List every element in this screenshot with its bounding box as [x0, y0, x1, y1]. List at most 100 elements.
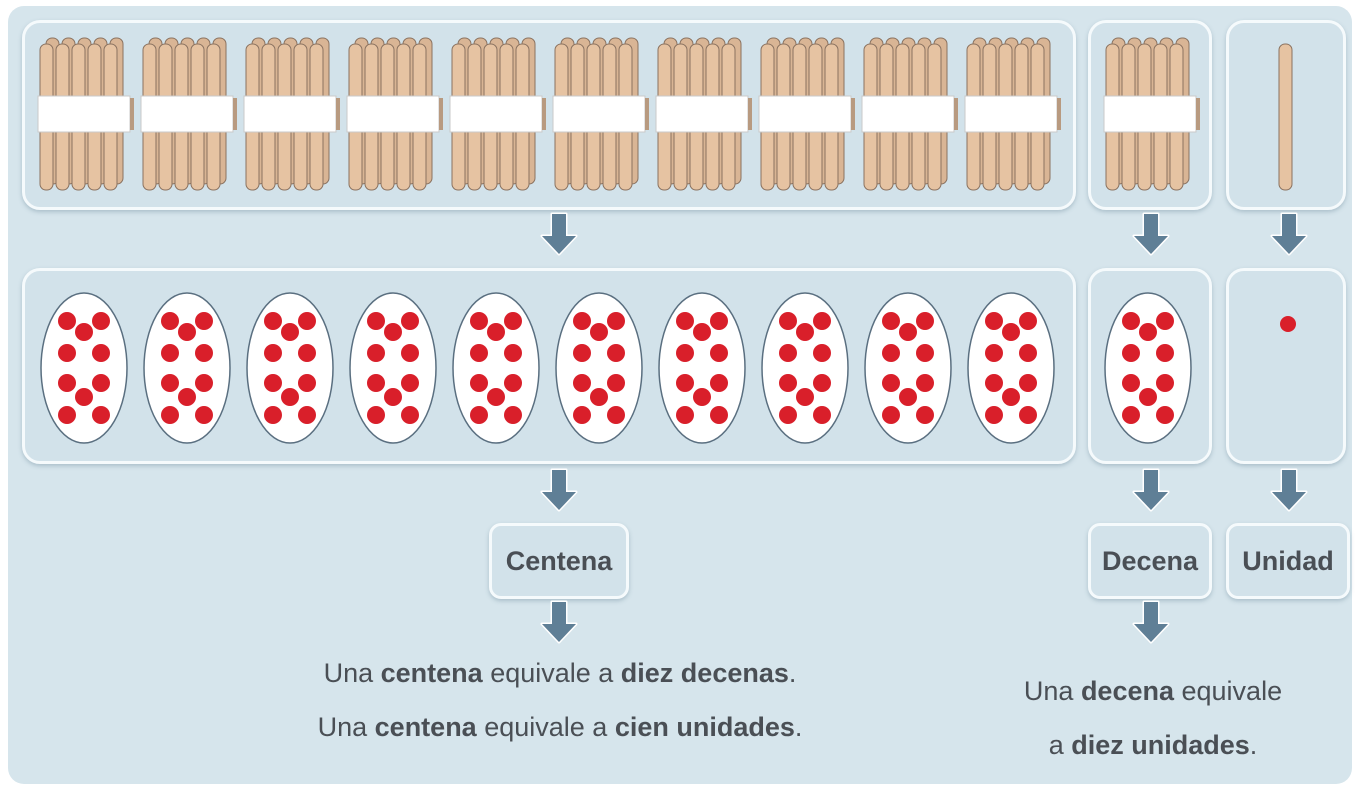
ten-dots-oval-icon [658, 292, 746, 444]
red-dot [298, 374, 316, 392]
red-dot [607, 406, 625, 424]
red-dot [504, 312, 522, 330]
text-part: . [1249, 730, 1258, 760]
arrow-down-icon [540, 468, 578, 512]
red-dot [504, 406, 522, 424]
red-dot [676, 312, 694, 330]
red-dot [1019, 344, 1037, 362]
red-dot [1019, 374, 1037, 392]
red-dot [985, 406, 1003, 424]
red-dot [676, 374, 694, 392]
red-dot [92, 344, 110, 362]
red-dot [813, 312, 831, 330]
red-dot [796, 388, 814, 406]
decena-label: Decena [1088, 523, 1212, 599]
red-dot [1122, 312, 1140, 330]
red-dot [1019, 312, 1037, 330]
red-dot [916, 312, 934, 330]
red-dot [676, 406, 694, 424]
red-dot [281, 323, 299, 341]
red-dot [264, 406, 282, 424]
red-dot [470, 344, 488, 362]
red-dot [487, 388, 505, 406]
unidad-dot-panel [1226, 268, 1346, 464]
red-dot [1019, 406, 1037, 424]
red-dot [75, 388, 93, 406]
stick-bundle-icon [140, 37, 237, 191]
decena-statement-2: a diez unidades. [978, 730, 1328, 761]
red-dot [1156, 374, 1174, 392]
text-part: . [788, 658, 797, 688]
red-dot [676, 344, 694, 362]
red-dot [384, 388, 402, 406]
stick-bundle-icon [861, 37, 958, 191]
red-dot [195, 344, 213, 362]
red-dot [58, 312, 76, 330]
stick-bundle-icon [552, 37, 649, 191]
red-dot [1139, 323, 1157, 341]
red-dot [178, 388, 196, 406]
red-dot [882, 312, 900, 330]
red-dot [92, 312, 110, 330]
red-dot [161, 344, 179, 362]
text-bold: diez decenas [620, 658, 789, 688]
red-dot [75, 323, 93, 341]
stick-bundle-icon [758, 37, 855, 191]
text-bold: decena [1080, 676, 1174, 706]
text-bold: centena [374, 712, 477, 742]
text-bold: cien unidades [614, 712, 795, 742]
red-dot [1002, 323, 1020, 341]
single-stick-icon [1278, 43, 1293, 191]
red-dot [195, 312, 213, 330]
red-dot [985, 344, 1003, 362]
red-dot [470, 312, 488, 330]
red-dot [92, 374, 110, 392]
red-dot [985, 374, 1003, 392]
red-dot [882, 406, 900, 424]
red-dot [367, 312, 385, 330]
red-dot [710, 406, 728, 424]
text-part: Una [323, 658, 381, 688]
red-dot [985, 312, 1003, 330]
red-dot [573, 374, 591, 392]
red-dot [504, 374, 522, 392]
red-dot [161, 406, 179, 424]
red-dot [710, 344, 728, 362]
red-dot [92, 406, 110, 424]
red-dot [161, 374, 179, 392]
single-dot-icon [1280, 316, 1296, 332]
red-dot [607, 344, 625, 362]
text-part: Una [317, 712, 375, 742]
text-bold: diez unidades [1071, 730, 1250, 760]
red-dot [195, 374, 213, 392]
red-dot [916, 344, 934, 362]
stick-bundle-icon [449, 37, 546, 191]
red-dot [607, 312, 625, 330]
red-dot [1139, 388, 1157, 406]
red-dot [264, 312, 282, 330]
red-dot [384, 323, 402, 341]
red-dot [161, 312, 179, 330]
red-dot [1156, 406, 1174, 424]
red-dot [916, 406, 934, 424]
text-part: equivale [1174, 676, 1283, 706]
red-dot [1122, 344, 1140, 362]
red-dot [487, 323, 505, 341]
red-dot [1156, 312, 1174, 330]
red-dot [298, 344, 316, 362]
arrow-down-icon [1132, 600, 1170, 644]
red-dot [281, 388, 299, 406]
red-dot [195, 406, 213, 424]
red-dot [813, 374, 831, 392]
red-dot [607, 374, 625, 392]
red-dot [813, 406, 831, 424]
stick-bundle-icon [243, 37, 340, 191]
red-dot [1122, 406, 1140, 424]
red-dot [573, 406, 591, 424]
ten-dots-oval-icon [246, 292, 334, 444]
red-dot [367, 374, 385, 392]
stick-bundle-icon [1103, 37, 1200, 191]
red-dot [882, 344, 900, 362]
red-dot [58, 406, 76, 424]
text-part: a [1048, 730, 1072, 760]
